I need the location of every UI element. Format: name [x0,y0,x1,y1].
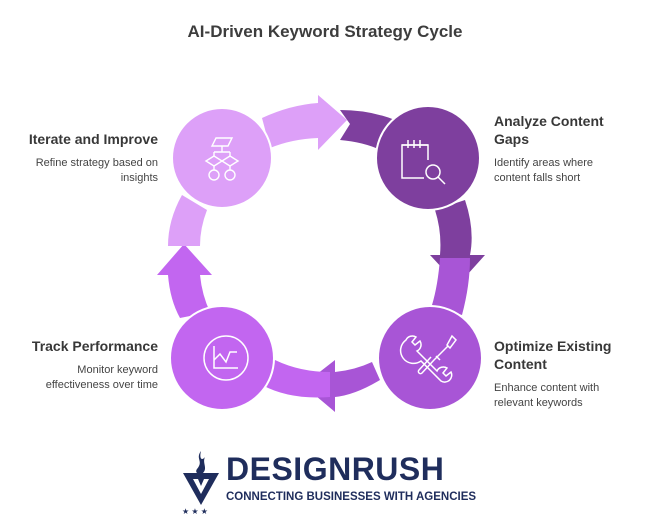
wrench-screwdriver-icon [399,334,457,383]
logo-stars: ★ ★ ★ [182,507,208,516]
step-circle-track [169,305,275,411]
step-circle-analyze [375,105,481,211]
step-iterate: Iterate and Improve Refine strategy base… [10,130,158,186]
arc-track [157,244,330,398]
step-circle-optimize [377,305,483,411]
diagram-title: AI-Driven Keyword Strategy Cycle [187,22,463,41]
arrow-analyze-to-optimize [340,110,485,285]
designrush-logo: ★ ★ ★ DESIGNRUSH CONNECTING BUSINESSES W… [180,447,480,519]
arrow-iterate-to-analyze [262,95,347,150]
line-chart-icon [203,335,249,381]
arc-iterate [168,195,207,246]
torch-v-icon [183,451,219,505]
logo-tagline: CONNECTING BUSINESSES WITH AGENCIES [226,491,477,503]
logo-wordmark: DESIGNRUSH [226,451,445,487]
step-title: Track Performance [31,338,158,354]
step-circle-iterate [171,107,273,209]
cycle-diagram [157,95,485,412]
arc-optimize [303,258,470,412]
step-title: Iterate and Improve [28,131,158,147]
calendar-search-icon [401,140,446,185]
flowchart-icon [204,137,240,181]
